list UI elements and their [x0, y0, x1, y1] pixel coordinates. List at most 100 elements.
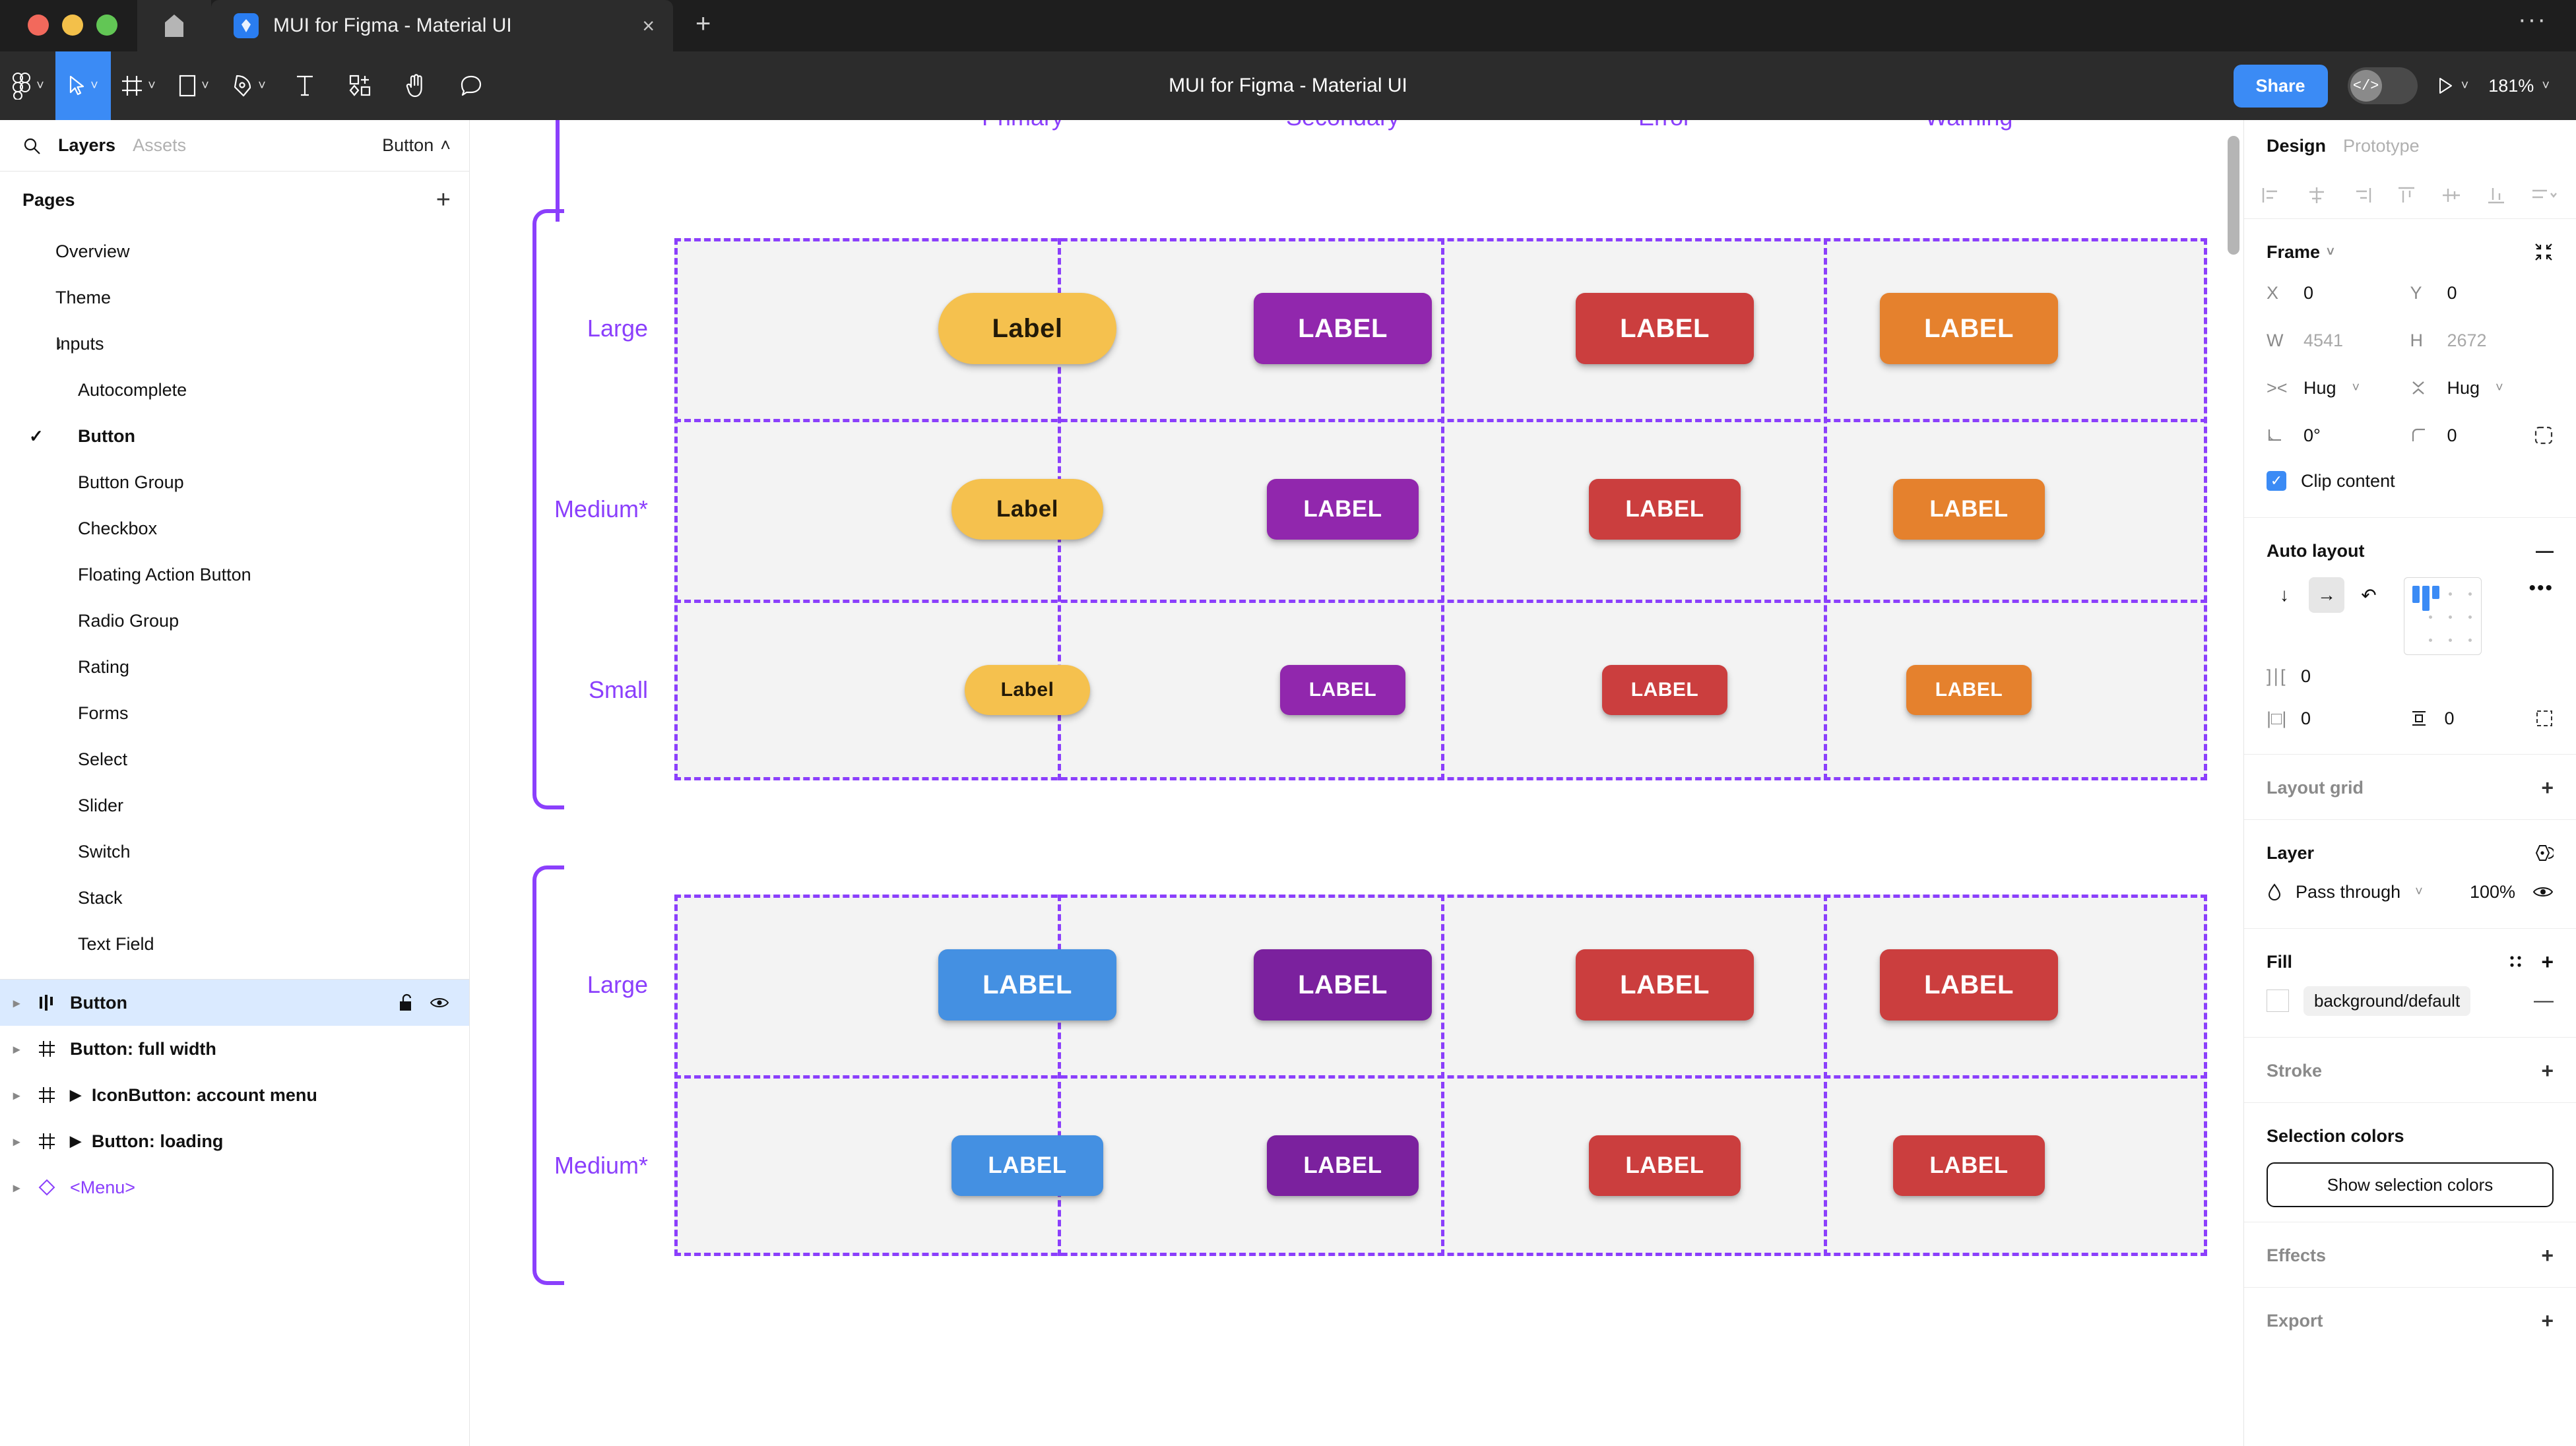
page-item-button[interactable]: ✓Button — [0, 413, 469, 459]
y-field[interactable]: Y 0 — [2410, 283, 2554, 303]
frame-tool-icon[interactable]: ˅ — [111, 51, 166, 120]
visibility-eye-icon[interactable] — [2532, 884, 2554, 900]
independent-corners-icon[interactable] — [2534, 425, 2554, 445]
dev-mode-toggle[interactable]: </> — [2347, 67, 2418, 104]
auto-layout-more-button[interactable]: ••• — [2528, 577, 2554, 599]
gap-field[interactable]: ]∣[ 0 — [2267, 655, 2554, 697]
button-medium-primary[interactable]: LABEL — [951, 1135, 1103, 1196]
fill-color-swatch[interactable] — [2267, 990, 2289, 1012]
comment-tool-icon[interactable] — [443, 51, 499, 120]
button-medium-error[interactable]: LABEL — [1589, 1135, 1741, 1196]
add-effect-button[interactable]: + — [2541, 1243, 2554, 1267]
page-item-theme[interactable]: Theme — [0, 274, 469, 321]
layer-row[interactable]: ▸▶Button: loading — [0, 1118, 469, 1164]
page-item-floating-action-button[interactable]: Floating Action Button — [0, 551, 469, 598]
alignment-grid[interactable] — [2404, 577, 2482, 655]
button-small-primary[interactable]: Label — [965, 665, 1090, 715]
add-fill-button[interactable]: + — [2541, 949, 2554, 974]
page-item-inputs[interactable]: ↓Inputs — [0, 321, 469, 367]
horizontal-resize-select[interactable]: >< Hug ˅ — [2267, 378, 2410, 398]
expand-arrow-icon[interactable]: ▸ — [13, 1088, 20, 1103]
page-item-switch[interactable]: Switch — [0, 829, 469, 875]
align-horizontal-center-icon[interactable] — [2306, 185, 2329, 205]
share-button[interactable]: Share — [2233, 64, 2328, 108]
button-large-primary[interactable]: LABEL — [938, 949, 1116, 1021]
page-item-checkbox[interactable]: Checkbox — [0, 505, 469, 551]
minimize-window-button[interactable] — [62, 15, 83, 36]
figma-menu-icon[interactable]: ˅ — [0, 51, 55, 120]
clip-content-row[interactable]: ✓ Clip content — [2267, 459, 2554, 503]
button-large-warning[interactable]: LABEL — [1880, 949, 2058, 1021]
move-tool-icon[interactable]: ˅ — [55, 51, 111, 120]
search-icon[interactable] — [22, 137, 41, 155]
distribute-menu-icon[interactable] — [2530, 185, 2559, 205]
button-medium-primary[interactable]: Label — [951, 479, 1103, 540]
button-medium-warning[interactable]: LABEL — [1893, 479, 2045, 540]
button-small-warning[interactable]: LABEL — [1906, 665, 2032, 715]
page-item-autocomplete[interactable]: Autocomplete — [0, 367, 469, 413]
button-small-secondary[interactable]: LABEL — [1280, 665, 1405, 715]
hand-tool-icon[interactable] — [388, 51, 443, 120]
page-item-stack[interactable]: Stack — [0, 875, 469, 921]
resources-icon[interactable] — [333, 51, 388, 120]
browser-tab[interactable]: MUI for Figma - Material UI × — [211, 0, 673, 51]
expand-arrow-icon[interactable]: ▸ — [13, 995, 20, 1011]
tab-assets[interactable]: Assets — [133, 135, 187, 155]
design-canvas[interactable]: ContainedPrimary*SecondaryErrorWarningLa… — [470, 120, 2243, 1446]
page-selector[interactable]: Button ˄ — [382, 135, 451, 156]
fill-styles-icon[interactable] — [2508, 954, 2524, 970]
visibility-eye-icon[interactable] — [430, 995, 449, 1010]
rotation-field[interactable]: 0° — [2267, 425, 2410, 446]
layer-settings-icon[interactable] — [2534, 844, 2554, 862]
collapse-frame-icon[interactable] — [2534, 242, 2554, 262]
add-export-button[interactable]: + — [2541, 1308, 2554, 1333]
tab-prototype[interactable]: Prototype — [2343, 135, 2420, 156]
width-field[interactable]: W 4541 — [2267, 330, 2410, 351]
page-item-select[interactable]: Select — [0, 736, 469, 782]
align-top-icon[interactable] — [2395, 185, 2418, 205]
present-button[interactable]: ˅ — [2437, 77, 2468, 95]
align-vertical-center-icon[interactable] — [2440, 185, 2463, 205]
button-medium-secondary[interactable]: LABEL — [1267, 1135, 1419, 1196]
expand-arrow-icon[interactable]: ▸ — [13, 1042, 20, 1057]
close-icon[interactable]: × — [642, 14, 655, 38]
expand-arrow-icon[interactable]: ▸ — [13, 1180, 20, 1195]
layer-row[interactable]: ▸<Menu> — [0, 1164, 469, 1210]
fill-item[interactable]: background/default — — [2267, 979, 2554, 1022]
page-item-button-group[interactable]: Button Group — [0, 459, 469, 505]
button-large-error[interactable]: LABEL — [1576, 949, 1754, 1021]
remove-fill-button[interactable]: — — [2534, 990, 2554, 1011]
window-controls[interactable] — [0, 15, 137, 51]
button-large-secondary[interactable]: LABEL — [1254, 293, 1432, 364]
tab-layers[interactable]: Layers — [58, 135, 116, 155]
chevron-down-icon[interactable]: ˅ — [2327, 244, 2334, 259]
text-tool-icon[interactable] — [277, 51, 333, 120]
direction-wrap-icon[interactable]: ↶ — [2361, 584, 2377, 606]
page-item-slider[interactable]: Slider — [0, 782, 469, 829]
layer-row[interactable]: ▸Button — [0, 980, 469, 1026]
vertical-resize-select[interactable]: Hug ˅ — [2410, 378, 2554, 398]
layer-row[interactable]: ▸▶IconButton: account menu — [0, 1072, 469, 1118]
canvas-vertical-scrollbar[interactable] — [2228, 136, 2239, 255]
blend-mode-row[interactable]: Pass through ˅ 100% — [2267, 870, 2554, 914]
button-small-error[interactable]: LABEL — [1602, 665, 1727, 715]
individual-padding-icon[interactable] — [2535, 709, 2554, 728]
page-item-overview[interactable]: Overview — [0, 228, 469, 274]
page-item-radio-group[interactable]: Radio Group — [0, 598, 469, 644]
layer-row[interactable]: ▸Button: full width — [0, 1026, 469, 1072]
direction-vertical-icon[interactable]: ↓ — [2280, 584, 2289, 605]
expand-arrow-icon[interactable]: ▸ — [13, 1134, 20, 1149]
remove-auto-layout-button[interactable]: — — [2536, 540, 2554, 561]
button-large-error[interactable]: LABEL — [1576, 293, 1754, 364]
x-field[interactable]: X 0 — [2267, 283, 2410, 303]
show-selection-colors-button[interactable]: Show selection colors — [2267, 1162, 2554, 1207]
page-item-rating[interactable]: Rating — [0, 644, 469, 690]
add-page-button[interactable]: + — [435, 185, 451, 214]
button-medium-secondary[interactable]: LABEL — [1267, 479, 1419, 540]
add-stroke-button[interactable]: + — [2541, 1058, 2554, 1083]
page-item-forms[interactable]: Forms — [0, 690, 469, 736]
button-medium-warning[interactable]: LABEL — [1893, 1135, 2045, 1196]
vertical-padding-field[interactable]: 0 — [2410, 708, 2554, 729]
button-medium-error[interactable]: LABEL — [1589, 479, 1741, 540]
shape-tool-icon[interactable]: ˅ — [166, 51, 222, 120]
